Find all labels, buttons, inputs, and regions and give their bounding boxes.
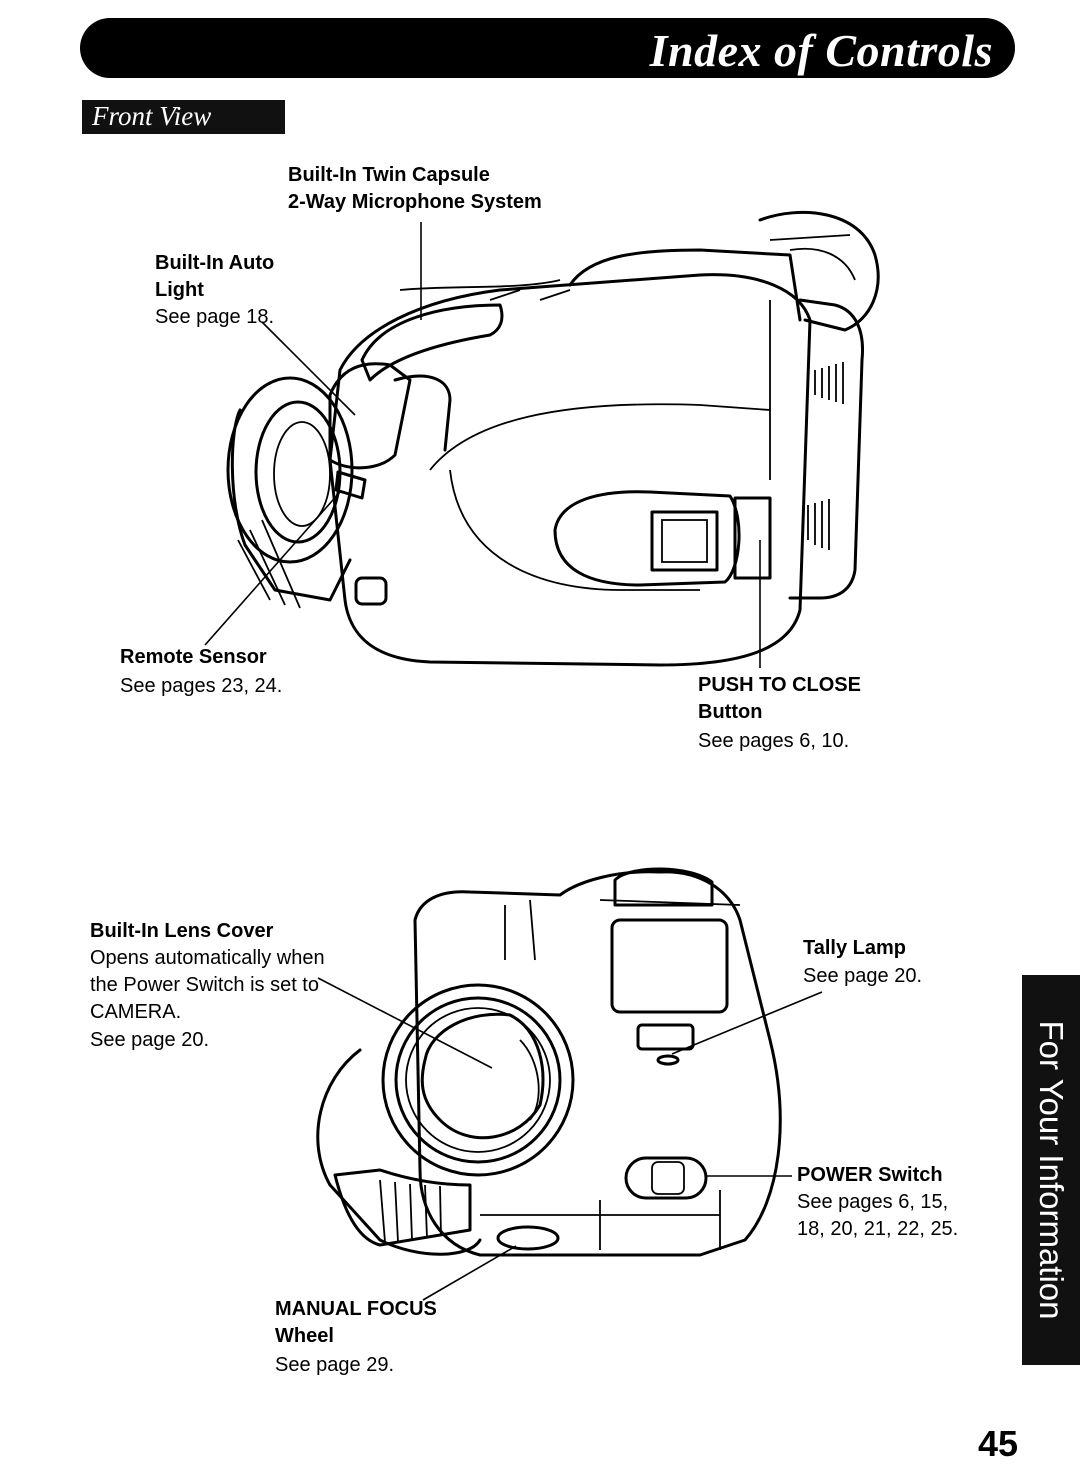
camcorder-side-view [226, 210, 880, 667]
remote-sensor-label: Remote Sensor [120, 646, 267, 668]
lens-cover-ref: See page 20. [90, 1029, 209, 1051]
manual-focus-label-2: Wheel [275, 1325, 334, 1347]
microphone-label: Built-In Twin Capsule [288, 164, 490, 186]
tally-lamp-label: Tally Lamp [803, 937, 906, 959]
manual-focus-ref: See page 29. [275, 1354, 394, 1376]
push-to-close-label: PUSH TO CLOSE [698, 674, 861, 696]
power-switch-label: POWER Switch [797, 1164, 943, 1186]
page-number: 45 [977, 1423, 1018, 1464]
auto-light-ref: See page 18. [155, 306, 274, 328]
section-title: Front View [92, 101, 212, 131]
title-banner: Index of Controls [80, 18, 1015, 78]
auto-light-label-2: Light [155, 279, 204, 301]
remote-sensor-ref: See pages 23, 24. [120, 675, 283, 697]
auto-light-label: Built-In Auto [155, 252, 275, 274]
camcorder-front-view [316, 867, 782, 1257]
power-switch-ref-1: See pages 6, 15, [797, 1191, 949, 1213]
lens-cover-desc-1: Opens automatically when [90, 947, 325, 969]
power-switch-ref-2: 18, 20, 21, 22, 25. [797, 1218, 959, 1240]
section-heading: Front View [82, 100, 285, 134]
lens-cover-label: Built-In Lens Cover [90, 920, 274, 942]
page-title: Index of Controls [649, 25, 993, 76]
microphone-label-2: 2-Way Microphone System [288, 191, 542, 213]
tally-lamp-ref: See page 20. [803, 965, 922, 987]
push-to-close-label-2: Button [698, 701, 763, 723]
manual-focus-label: MANUAL FOCUS [275, 1298, 437, 1320]
lens-cover-desc-3: CAMERA. [90, 1001, 182, 1023]
side-tab: For Your Information [1022, 975, 1080, 1365]
lens-cover-desc-2: the Power Switch is set to [90, 974, 319, 996]
push-to-close-ref: See pages 6, 10. [698, 730, 850, 752]
